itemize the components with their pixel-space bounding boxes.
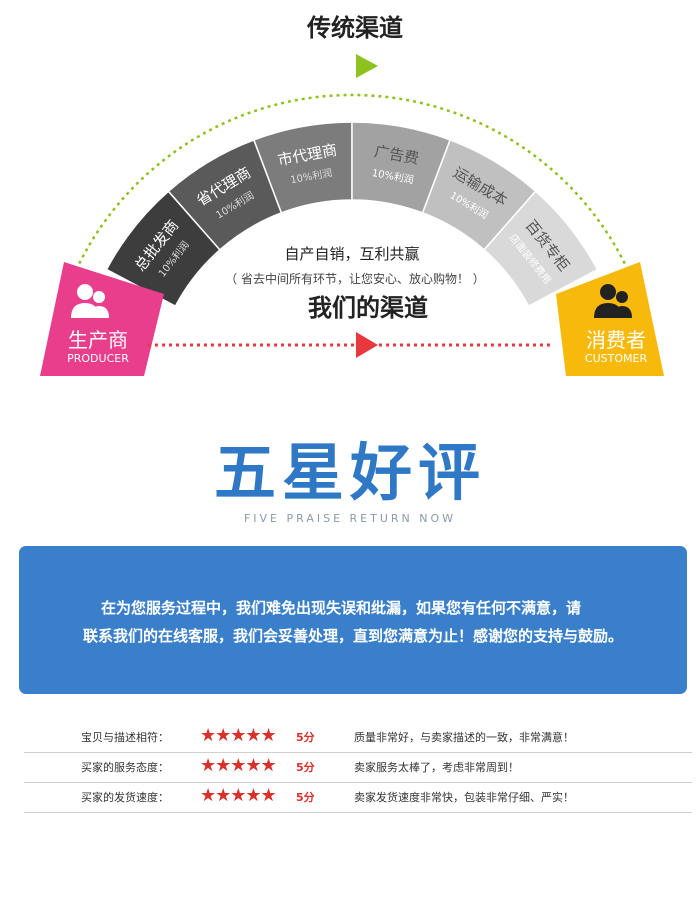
rating-label: 宝贝与描述相符： [81, 731, 169, 744]
green-arrow-head [356, 54, 378, 78]
channel-diagram: 传统渠道 总批发商10%利润省代理商10%利润市代理商10%利润广告费10%利润… [40, 14, 664, 376]
rating-row: 宝贝与描述相符： ★★★★★ 5分 质量非常好，与卖家描述的一致，非常满意！ [24, 725, 692, 753]
intermediary-segments [105, 121, 599, 308]
consumer-block [556, 262, 664, 376]
row-divider [24, 752, 692, 753]
service-message-box: 在为您服务过程中，我们难免出现失误和纰漏，如果您有任何不满意，请 联系我们的在线… [19, 546, 687, 694]
producer-en: PRODUCER [67, 352, 129, 365]
center-slogan: 自产自销，互利共赢 [284, 245, 419, 263]
service-message-line-2: 联系我们的在线客服，我们会妥善处理，直到您满意为止！感谢您的支持与鼓励。 [82, 627, 623, 645]
rating-score: 5分 [296, 731, 315, 744]
consumer-en: CUSTOMER [585, 352, 648, 365]
row-divider [24, 812, 692, 813]
consumer-person-icon [594, 284, 632, 318]
star-rating-icon: ★★★★★ [200, 755, 277, 776]
producer-name: 生产商 [68, 328, 128, 352]
rating-comment: 卖家发货速度非常快，包装非常仔细、严实！ [354, 791, 574, 804]
traditional-route-arrow [64, 93, 640, 297]
star-rating-icon: ★★★★★ [200, 725, 277, 746]
producer-block [40, 262, 164, 376]
segment-block [483, 190, 599, 308]
traditional-channel-title: 传统渠道 [306, 14, 403, 42]
service-message-line-1: 在为您服务过程中，我们难免出现失误和纰漏，如果您有任何不满意，请 [101, 599, 582, 617]
rating-score: 5分 [296, 761, 315, 774]
rating-label: 买家的服务态度： [81, 761, 169, 774]
five-star-title: 五星好评 [213, 436, 486, 509]
rating-row: 买家的发货速度： ★★★★★ 5分 卖家发货速度非常快，包装非常仔细、严实！ [24, 785, 692, 813]
rating-comment: 卖家服务太棒了，考虑非常周到！ [354, 761, 519, 774]
center-note: （ 省去中间所有环节，让您安心、放心购物！ ） [225, 271, 485, 286]
rating-label: 买家的发货速度： [81, 791, 169, 804]
our-channel-title: 我们的渠道 [308, 294, 428, 322]
five-star-subtitle: FIVE PRAISE RETURN NOW [243, 512, 457, 525]
rating-score: 5分 [296, 791, 315, 804]
rating-row: 买家的服务态度： ★★★★★ 5分 卖家服务太棒了，考虑非常周到！ [24, 755, 692, 783]
rating-comment: 质量非常好，与卖家描述的一致，非常满意！ [354, 731, 574, 744]
consumer-name: 消费者 [586, 328, 646, 352]
red-arrow-head [356, 332, 378, 358]
producer-person-icon [71, 284, 109, 318]
star-rating-icon: ★★★★★ [200, 785, 277, 806]
row-divider [24, 782, 692, 783]
